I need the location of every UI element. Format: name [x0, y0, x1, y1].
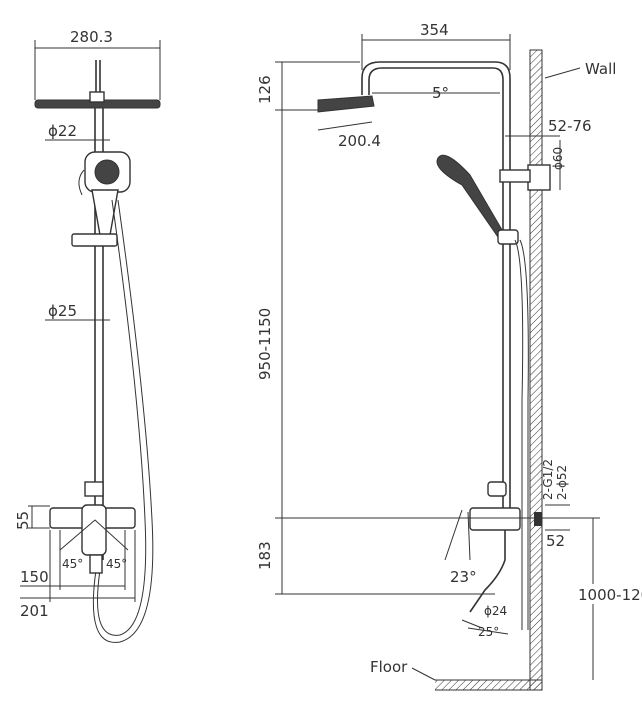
side-mixer-body [469, 507, 521, 531]
spout-diameter-label: ϕ24 [484, 604, 507, 618]
angle-left-label: 45° [62, 557, 83, 571]
lever-angle-label: 23° [450, 568, 477, 586]
wall-bracket [527, 164, 551, 191]
spout-angle-label: 25° [478, 625, 499, 639]
inlet-depth-label: 52 [546, 532, 565, 550]
floor-label: Floor [370, 658, 408, 676]
wall-offset-label: 52-76 [548, 117, 592, 135]
side-hand-shower [436, 154, 506, 241]
side-view: Wall Floor 354 5° 200.4 126 52-76 ϕ60 [256, 21, 642, 691]
inlet-diameter-label: 2-ϕ52 [555, 465, 569, 500]
floor [435, 680, 542, 690]
head-drop-label: 126 [256, 75, 274, 104]
bracket-diameter-label: ϕ60 [551, 147, 565, 170]
mount-height-label: 1000-1200 [578, 586, 642, 604]
inner-width-label: 150 [20, 568, 49, 586]
head-width-label: 280.3 [70, 28, 113, 46]
side-shower-head [317, 95, 375, 113]
inlet-thread-label: 2-G1/2 [541, 459, 555, 500]
pipe-diameter-label: ϕ25 [48, 302, 77, 320]
arm-diameter-label: ϕ22 [48, 122, 77, 140]
wall [530, 50, 542, 690]
head-diameter-label: 200.4 [338, 132, 381, 150]
wall-label: Wall [585, 60, 616, 78]
head-tilt-label: 5° [432, 84, 449, 102]
riser-height-label: 950-1150 [256, 308, 274, 380]
outer-width-label: 201 [20, 602, 49, 620]
front-view: 280.3 ϕ22 ϕ25 55 45° [14, 28, 161, 643]
mixer-height-label: 55 [14, 511, 32, 530]
angle-right-label: 45° [106, 557, 127, 571]
slider-bracket [71, 233, 118, 247]
spout-height-label: 183 [256, 541, 274, 570]
arm-length-label: 354 [420, 21, 449, 39]
